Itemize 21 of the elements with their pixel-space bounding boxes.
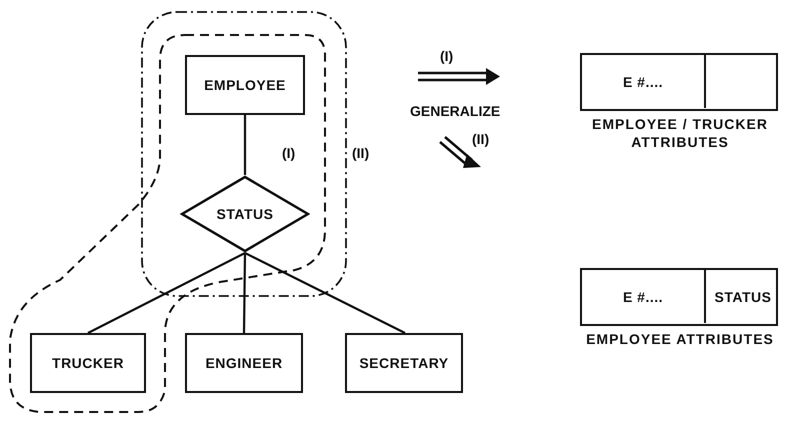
arrow-label: (II) bbox=[472, 131, 490, 147]
connector-line bbox=[242, 252, 246, 334]
record-box bbox=[580, 268, 778, 326]
record-cell: E #.... bbox=[582, 55, 704, 108]
region-label: (II) bbox=[352, 145, 370, 161]
entity-box: EMPLOYEE bbox=[185, 55, 305, 115]
entity-box: TRUCKER bbox=[30, 333, 146, 393]
decision-diamond: STATUS bbox=[180, 175, 310, 253]
record-caption: EMPLOYEE ATTRIBUTES bbox=[585, 330, 775, 348]
arrow-label: (I) bbox=[440, 48, 454, 64]
region-label: (I) bbox=[282, 145, 296, 161]
entity-box: ENGINEER bbox=[185, 333, 303, 393]
connector-line bbox=[244, 252, 406, 334]
connector-line bbox=[244, 115, 246, 175]
record-cell: STATUS bbox=[704, 270, 780, 323]
process-label: GENERALIZE bbox=[410, 103, 500, 119]
record-cell: E #.... bbox=[582, 270, 704, 323]
entity-box: SECRETARY bbox=[345, 333, 463, 393]
record-box bbox=[580, 53, 778, 111]
record-caption: EMPLOYEE / TRUCKER ATTRIBUTES bbox=[591, 115, 769, 151]
connector-line bbox=[88, 252, 246, 334]
